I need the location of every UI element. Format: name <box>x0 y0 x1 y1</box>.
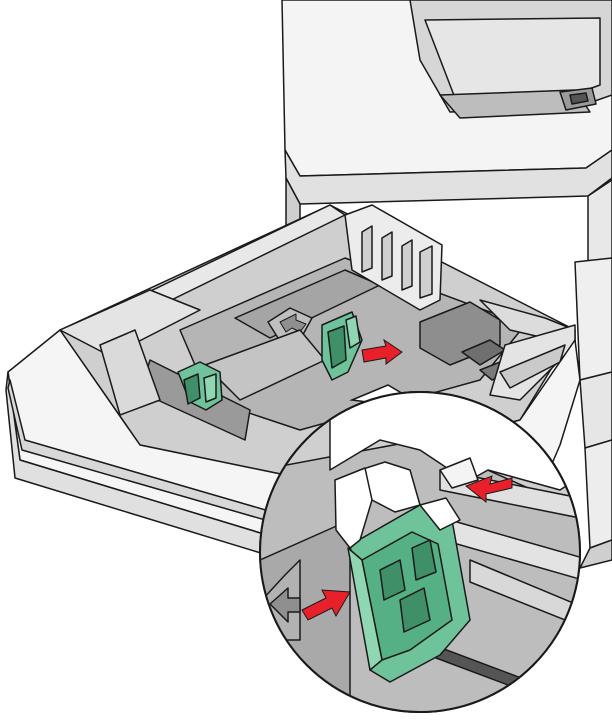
squeeze-arrow-icon <box>301 475 513 621</box>
hand-icon <box>329 393 579 549</box>
width-guide-icon <box>177 361 223 411</box>
length-guide-icon <box>344 204 443 311</box>
magnifier-callout-icon <box>259 384 581 713</box>
width-guide-icon <box>321 311 363 381</box>
printer-body-icon <box>281 0 612 569</box>
slide-arrow-icon <box>361 338 403 365</box>
width-guide-icon <box>347 504 471 683</box>
